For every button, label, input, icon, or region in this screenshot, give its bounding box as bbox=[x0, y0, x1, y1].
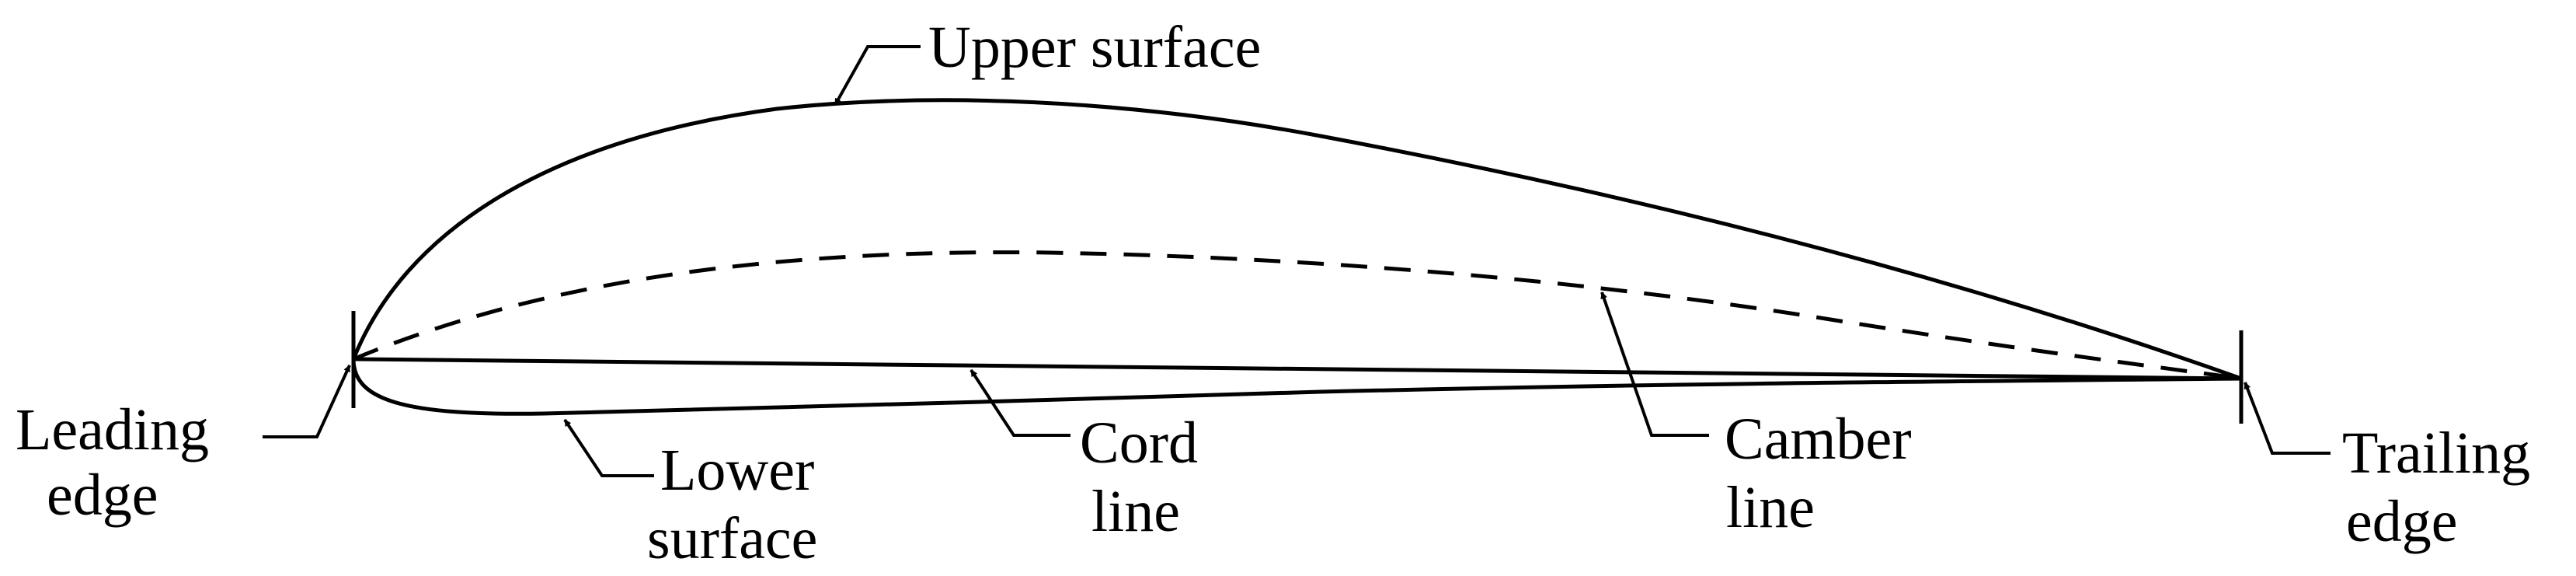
cord-line-leader bbox=[969, 368, 1070, 437]
lower-surface-leader bbox=[563, 418, 654, 477]
airfoil-lower-surface bbox=[351, 357, 2244, 416]
leading-edge-leader bbox=[263, 365, 351, 438]
chord-line bbox=[353, 357, 2242, 381]
airfoil-upper-surface bbox=[351, 98, 2244, 381]
upper-surface-leader bbox=[834, 45, 921, 106]
camber-line bbox=[353, 250, 2242, 381]
trailing-edge-leader bbox=[2244, 382, 2331, 455]
camber-line-leader bbox=[1600, 291, 1709, 437]
upper-surface-label: Upper surface bbox=[928, 15, 1261, 80]
